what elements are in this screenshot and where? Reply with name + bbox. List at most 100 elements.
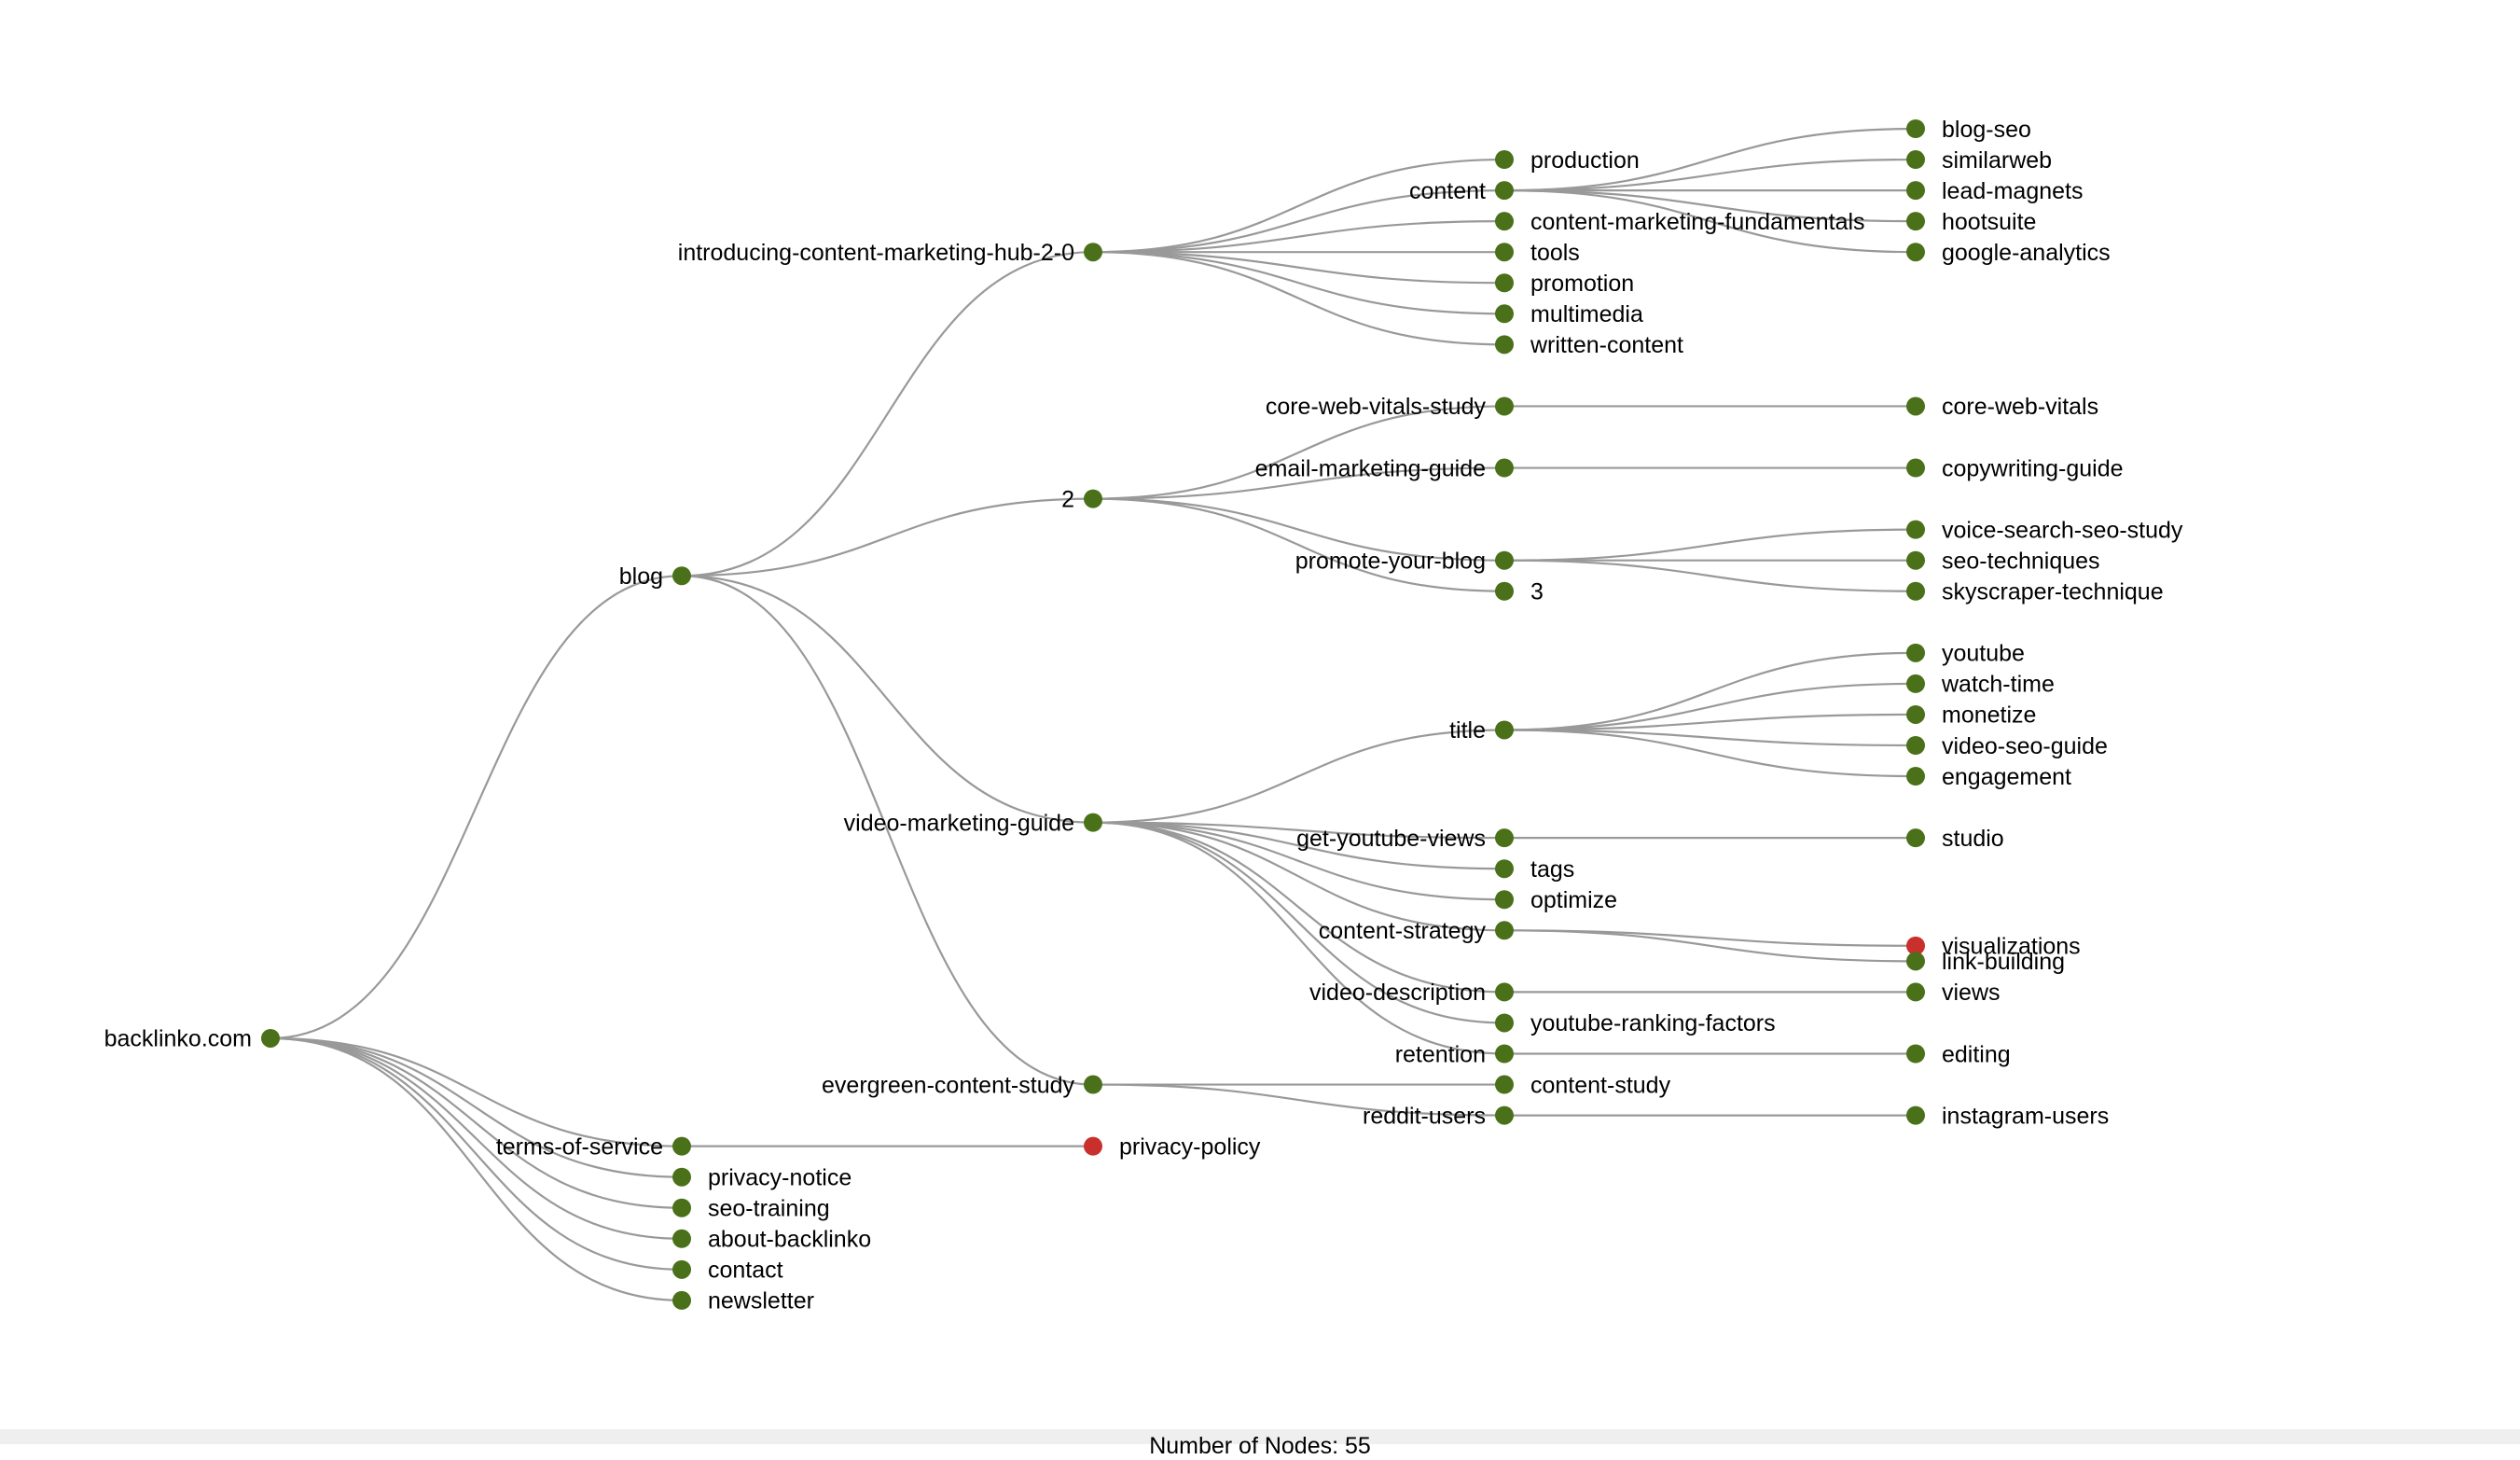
node-multimedia[interactable]: multimedia [1495, 301, 1643, 327]
node-dot[interactable] [1906, 736, 1925, 755]
node-dot[interactable] [672, 1259, 691, 1279]
node-dot[interactable] [1495, 458, 1514, 478]
node-promotion[interactable]: promotion [1495, 271, 1634, 297]
node-dot[interactable] [1495, 304, 1514, 324]
node-dot[interactable] [1906, 982, 1925, 1002]
node-reddit-users[interactable]: reddit-users [1363, 1103, 1514, 1129]
node-youtube[interactable]: youtube [1906, 641, 2025, 667]
node-content-study[interactable]: content-study [1495, 1072, 1671, 1098]
node-dot[interactable] [1495, 335, 1514, 355]
node-evergreen-content-study[interactable]: evergreen-content-study [822, 1072, 1102, 1098]
node-content-marketing-fundamentals[interactable]: content-marketing-fundamentals [1495, 209, 1865, 235]
node-dot[interactable] [1906, 1105, 1925, 1125]
error-node-dot[interactable] [1906, 936, 1925, 955]
node-video-description[interactable]: video-description [1309, 980, 1514, 1006]
node-voice-search-seo-study[interactable]: voice-search-seo-study [1906, 517, 2183, 543]
node-dot[interactable] [1495, 859, 1514, 879]
node-contact[interactable]: contact [672, 1258, 783, 1284]
node-dot[interactable] [1495, 1013, 1514, 1033]
node-dot[interactable] [1906, 243, 1925, 262]
node-dot[interactable] [672, 1198, 691, 1217]
node-dot[interactable] [1495, 212, 1514, 231]
error-node-dot[interactable] [1084, 1136, 1102, 1156]
node-title[interactable]: title [1449, 717, 1514, 744]
node-dot[interactable] [1495, 581, 1514, 601]
node-youtube-ranking-factors[interactable]: youtube-ranking-factors [1495, 1010, 1776, 1036]
node-production[interactable]: production [1495, 147, 1640, 174]
node-dot[interactable] [1906, 150, 1925, 170]
node-dot[interactable] [1495, 828, 1514, 848]
node-3[interactable]: 3 [1495, 579, 1544, 605]
node-blog-seo[interactable]: blog-seo [1906, 117, 2031, 143]
node-dot[interactable] [1495, 396, 1514, 416]
node-tags[interactable]: tags [1495, 856, 1574, 883]
node-dot[interactable] [1906, 952, 1925, 971]
node-dot[interactable] [672, 1229, 691, 1248]
node-dot[interactable] [1495, 982, 1514, 1002]
node-dot[interactable] [1495, 1105, 1514, 1125]
node-video-marketing-guide[interactable]: video-marketing-guide [844, 810, 1102, 836]
node-editing[interactable]: editing [1906, 1041, 2011, 1067]
node-promote-your-blog[interactable]: promote-your-blog [1295, 548, 1514, 574]
node-video-seo-guide[interactable]: video-seo-guide [1906, 733, 2108, 759]
node-dot[interactable] [1084, 1075, 1102, 1094]
node-dot[interactable] [1906, 119, 1925, 138]
node-dot[interactable] [1906, 458, 1925, 478]
node-google-analytics[interactable]: google-analytics [1906, 240, 2111, 266]
node-backlinko-com[interactable]: backlinko.com [104, 1026, 280, 1052]
node-about-backlinko[interactable]: about-backlinko [672, 1227, 871, 1253]
node-dot[interactable] [1495, 150, 1514, 170]
node-dot[interactable] [1084, 243, 1102, 262]
node-seo-training[interactable]: seo-training [672, 1196, 830, 1222]
node-dot[interactable] [1495, 181, 1514, 201]
node-link-building[interactable]: link-building [1906, 949, 2065, 975]
node-dot[interactable] [1495, 1075, 1514, 1094]
node-hootsuite[interactable]: hootsuite [1906, 209, 2036, 235]
node-dot[interactable] [1495, 890, 1514, 910]
node-dot[interactable] [1906, 767, 1925, 786]
node-dot[interactable] [1906, 828, 1925, 848]
node-core-web-vitals[interactable]: core-web-vitals [1906, 394, 2098, 420]
node-dot[interactable] [1495, 921, 1514, 940]
node-get-youtube-views[interactable]: get-youtube-views [1296, 826, 1514, 852]
node-dot[interactable] [672, 566, 691, 586]
node-dot[interactable] [1906, 674, 1925, 693]
node-views[interactable]: views [1906, 980, 2001, 1006]
node-dot[interactable] [672, 1136, 691, 1156]
node-skyscraper-technique[interactable]: skyscraper-technique [1906, 579, 2164, 605]
node-dot[interactable] [1495, 1044, 1514, 1064]
node-content[interactable]: content [1409, 178, 1514, 204]
node-monetize[interactable]: monetize [1906, 702, 2036, 729]
node-dot[interactable] [1906, 704, 1925, 724]
node-dot[interactable] [672, 1167, 691, 1187]
node-dot[interactable] [1906, 520, 1925, 539]
node-dot[interactable] [1495, 273, 1514, 293]
node-dot[interactable] [261, 1028, 280, 1048]
node-2[interactable]: 2 [1061, 486, 1102, 512]
node-terms-of-service[interactable]: terms-of-service [496, 1133, 691, 1160]
node-instagram-users[interactable]: instagram-users [1906, 1103, 2109, 1129]
node-privacy-notice[interactable]: privacy-notice [672, 1164, 852, 1190]
node-dot[interactable] [1495, 720, 1514, 740]
node-similarweb[interactable]: similarweb [1906, 147, 2052, 174]
node-dot[interactable] [1906, 212, 1925, 231]
node-tools[interactable]: tools [1495, 240, 1580, 266]
node-dot[interactable] [1906, 550, 1925, 570]
node-studio[interactable]: studio [1906, 826, 2004, 852]
node-dot[interactable] [1906, 1044, 1925, 1064]
node-content-strategy[interactable]: content-strategy [1319, 918, 1514, 944]
node-visualizations[interactable]: visualizations [1906, 934, 2081, 960]
node-lead-magnets[interactable]: lead-magnets [1906, 178, 2083, 204]
node-dot[interactable] [1495, 243, 1514, 262]
node-email-marketing-guide[interactable]: email-marketing-guide [1255, 455, 1514, 481]
node-dot[interactable] [1084, 489, 1102, 508]
node-dot[interactable] [1084, 813, 1102, 832]
node-core-web-vitals-study[interactable]: core-web-vitals-study [1266, 394, 1514, 420]
node-blog[interactable]: blog [619, 563, 691, 590]
node-dot[interactable] [1906, 643, 1925, 662]
node-dot[interactable] [1495, 550, 1514, 570]
node-newsletter[interactable]: newsletter [672, 1288, 814, 1314]
node-retention[interactable]: retention [1395, 1041, 1514, 1067]
node-engagement[interactable]: engagement [1906, 764, 2071, 790]
node-dot[interactable] [1906, 396, 1925, 416]
